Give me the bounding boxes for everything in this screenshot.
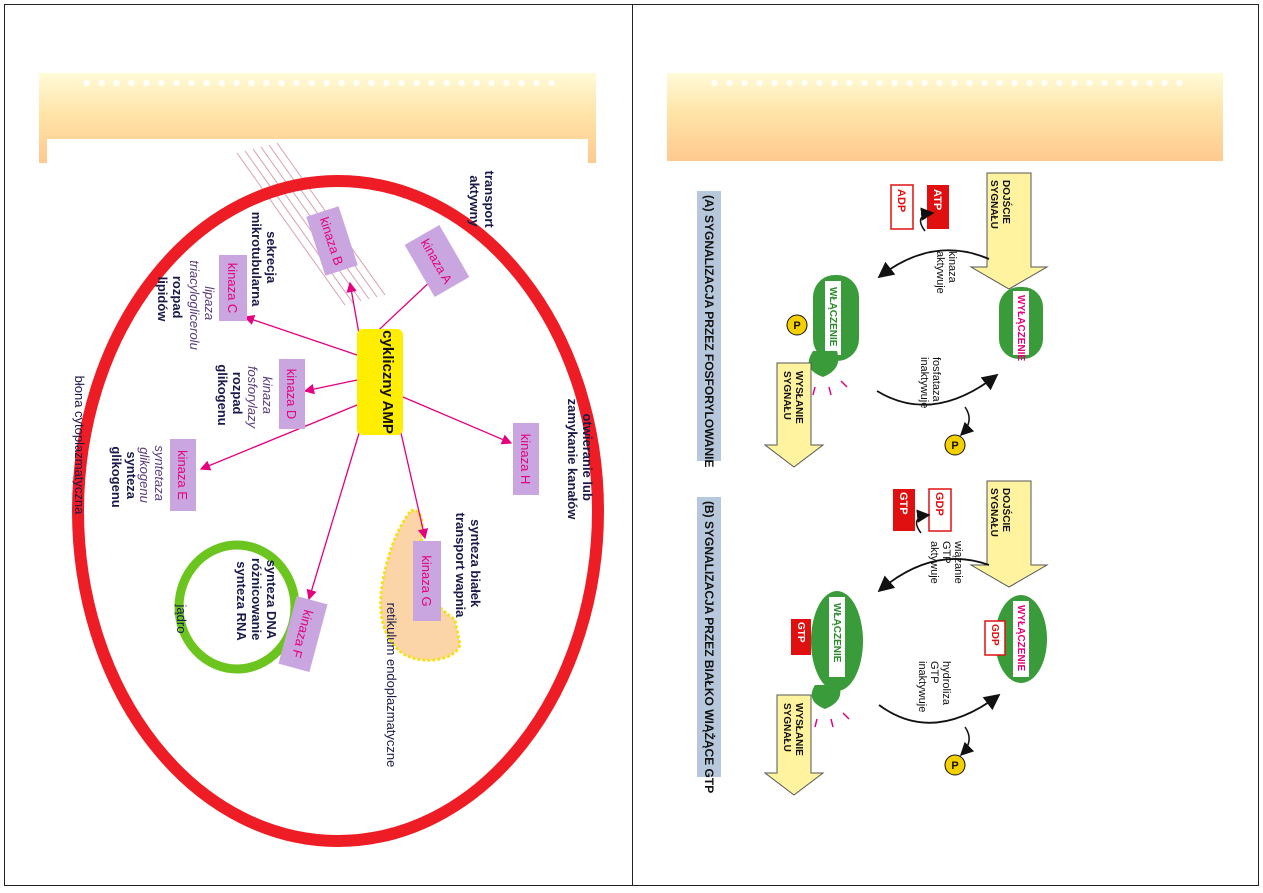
camp-label: cykliczny AMP [379, 330, 396, 434]
signaling-diagram: (A) SYGNALIZACJA PRZEZ FOSFORYLOWANIE DO… [697, 172, 1049, 796]
kinase-e-label: kinaza E [175, 450, 190, 500]
right-slide-banner [667, 73, 1223, 161]
panel-a-on-label: WŁĄCZENIE [827, 287, 838, 347]
effect-glycogen-synthesis: synteza glikogenu [109, 446, 139, 507]
panel-a-inactivate-arrow [876, 373, 999, 406]
panel-b-output-signal: WYSŁANIE SYGNAŁU [763, 694, 825, 796]
svg-text:GTP: GTP [795, 622, 806, 643]
kinase-a-box: kinaza A [404, 225, 470, 297]
banner-dots [707, 77, 1183, 89]
svg-text:GDP: GDP [989, 624, 1000, 646]
nucleus-label: jądro [174, 604, 189, 634]
effect-transport: transport aktywny [467, 171, 497, 232]
enzyme-glycogen-synthase: syntetaza glikogenu [137, 445, 167, 504]
panel-b: (B) SYGNALIZACJA PRZEZ BIAŁKO WIĄŻĄCE GT… [697, 480, 1049, 796]
panel-b-released-phosphate [944, 754, 966, 776]
kinase-d-box: kinaza D [279, 359, 305, 429]
svg-text:DOJŚCIE SYGNAŁU: DOJŚCIE SYGNAŁU [988, 180, 1013, 229]
er-label: retikulum endoplazmatyczne [384, 603, 399, 768]
arrow-to-kinase-d [303, 379, 358, 395]
kinase-g-box: kinaza G [413, 541, 441, 621]
gdp-label: GDP [933, 492, 945, 516]
camp-diagram: cykliczny AMP kinaza A kinaza B kinaza C… [72, 142, 604, 847]
membrane-label: błona cytoplazmatyczna [72, 376, 87, 516]
svg-text:WYSŁANIE SYGNAŁU: WYSŁANIE SYGNAŁU [781, 371, 804, 427]
panel-a-input-signal: DOJŚCIE SYGNAŁU [969, 172, 1049, 290]
panel-a-activate-arrow [877, 249, 990, 279]
effect-lipid: rozpad lipidów [155, 276, 185, 322]
kinase-e-box: kinaza E [170, 439, 196, 511]
panel-b-title: (B) SYGNALIZACJA PRZEZ BIAŁKO WIĄŻĄCE GT… [702, 501, 717, 793]
banner-dots [79, 77, 556, 89]
arrow-to-kinase-c [243, 314, 358, 356]
arrow-to-kinase-e [199, 404, 358, 471]
kinase-c-box: kinaza C [219, 255, 247, 321]
left-slide-banner [39, 73, 596, 163]
svg-text:P: P [951, 440, 958, 452]
arrow-to-kinase-f [306, 429, 361, 601]
effect-glycogen-breakdown: rozpad glikogenu [215, 364, 245, 425]
panel-a-phosphate [786, 314, 808, 336]
kinase-b-box: kinaza B [306, 206, 358, 276]
gtp-label: GTP [897, 492, 909, 515]
kinase-h-label: kinaza H [518, 434, 533, 485]
panel-b-inactivate-label: hydroliza GTP inaktywuje [916, 661, 952, 712]
arrow-to-kinase-g [400, 432, 429, 540]
panel-a-output-signal: WYSŁANIE SYGNAŁU [763, 362, 825, 468]
kinase-h-box: kinaza H [513, 423, 539, 495]
banner-inner [47, 139, 588, 163]
panel-a-title: (A) SYGNALIZACJA PRZEZ FOSFORYLOWANIE [702, 195, 716, 467]
panel-b-activate-label: wiązanie GTP aktywuje [928, 540, 964, 587]
kinase-d-label: kinaza D [284, 369, 299, 420]
panel-a-inactivate-label: fosfataza inaktywuje [918, 357, 942, 408]
panel-b-off-label: WYŁĄCZENIE [1015, 605, 1026, 671]
panel-b-input-signal: DOJŚCIE SYGNAŁU [969, 480, 1049, 588]
effect-dna: synteza DNA różnicowanie synteza RNA [234, 558, 279, 644]
panel-a-released-phosphate [944, 434, 966, 456]
effect-secretion: sekrecja mikrotubularna [249, 212, 279, 307]
effect-channels: otwieranie lub zamykanie kanałów [565, 399, 595, 521]
svg-text:WYSŁANIE SYGNAŁU: WYSŁANIE SYGNAŁU [781, 703, 804, 759]
camp-box: cykliczny AMP [357, 329, 403, 435]
adp-label: ADP [895, 189, 907, 212]
svg-text:P: P [793, 320, 800, 332]
svg-text:DOJŚCIE SYGNAŁU: DOJŚCIE SYGNAŁU [988, 488, 1013, 537]
panel-b-inactivate-arrow [878, 693, 1001, 724]
kinase-f-box: kinaza F [278, 596, 328, 672]
right-slide: (A) SYGNALIZACJA PRZEZ FOSFORYLOWANIE DO… [632, 4, 1259, 886]
kinase-c-label: kinaza C [225, 263, 240, 314]
enzyme-lipase: lipaza triacyloglicerolu [187, 260, 217, 350]
adp-box [890, 184, 914, 230]
panel-b-activate-arrow [877, 558, 990, 593]
atp-label: ATP [931, 189, 943, 210]
panel-a-activate-label: kinaza aktywuje [934, 251, 958, 294]
effect-protein: synteza białek transport wapnia [453, 513, 483, 619]
gtp-box [893, 489, 915, 531]
left-slide: cykliczny AMP kinaza A kinaza B kinaza C… [4, 4, 633, 886]
svg-text:cykliczny AMP: cykliczny AMP [379, 330, 396, 434]
arrow-to-kinase-h [402, 396, 513, 445]
enzyme-phosphorylase-kinase: kinaza fosforylazy [245, 366, 275, 430]
panel-b-on-label: WŁĄCZENIE [831, 603, 842, 663]
kinase-g-label: kinaza G [419, 555, 434, 606]
cell-membrane [72, 175, 604, 847]
panel-a-off-label: WYŁĄCZENIE [1015, 295, 1026, 361]
svg-text:P: P [951, 760, 958, 772]
panel-a: (A) SYGNALIZACJA PRZEZ FOSFORYLOWANIE DO… [697, 172, 1049, 468]
